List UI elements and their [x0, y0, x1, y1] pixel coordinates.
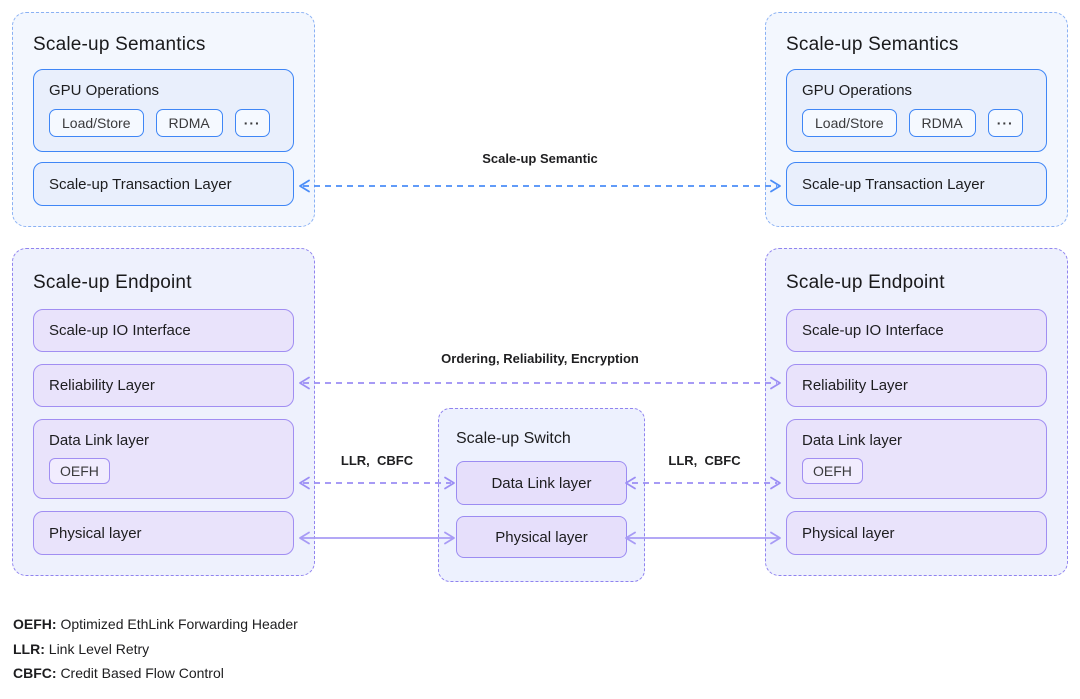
- legend-def: Credit Based Flow Control: [60, 665, 224, 681]
- transaction-layer-box: Scale-up Transaction Layer: [33, 162, 294, 206]
- oefh-chip: OEFH: [802, 458, 863, 484]
- legend-item-oefh: OEFH: Optimized EthLink Forwarding Heade…: [13, 612, 298, 637]
- transaction-layer-box: Scale-up Transaction Layer: [786, 162, 1047, 206]
- llr-label-right: LLR, CBFC: [668, 453, 741, 468]
- gpu-operations-label: GPU Operations: [802, 82, 913, 99]
- semantics-box-right: Scale-up Semantics GPU Operations Load/S…: [765, 12, 1068, 227]
- legend-term: LLR:: [13, 640, 45, 657]
- legend-term: OEFH:: [13, 616, 57, 632]
- llr-arrow-right: [625, 476, 781, 490]
- gpu-operations-label: GPU Operations: [49, 82, 160, 99]
- physical-layer: Physical layer: [786, 511, 1047, 555]
- endpoint-title: Scale-up Endpoint: [33, 272, 192, 293]
- legend-item-llr: LLR: Link Level Retry: [13, 637, 298, 662]
- ordering-arrow-label: Ordering, Reliability, Encryption: [441, 351, 639, 366]
- endpoint-box-left: Scale-up Endpoint Scale-up IO Interface …: [12, 248, 315, 576]
- physical-layer: Physical layer: [33, 511, 294, 555]
- ellipsis-chip: ···: [987, 109, 1023, 137]
- semantic-arrow-label: Scale-up Semantic: [482, 151, 598, 166]
- oefh-chip: OEFH: [49, 458, 110, 484]
- load-store-chip: Load/Store: [802, 109, 897, 137]
- semantics-title: Scale-up Semantics: [786, 34, 959, 55]
- semantic-arrow: [299, 179, 781, 193]
- switch-title: Scale-up Switch: [456, 430, 571, 447]
- ordering-arrow: [299, 376, 781, 390]
- reliability-layer: Reliability Layer: [33, 364, 294, 407]
- gpu-operations-box: GPU Operations Load/Store RDMA ···: [786, 69, 1047, 152]
- ellipsis-chip: ···: [234, 109, 270, 137]
- switch-data-link-layer: Data Link layer: [456, 461, 627, 505]
- data-link-label: Data Link layer: [802, 432, 903, 449]
- semantics-title: Scale-up Semantics: [33, 34, 206, 55]
- semantics-box-left: Scale-up Semantics GPU Operations Load/S…: [12, 12, 315, 227]
- switch-physical-layer: Physical layer: [456, 516, 627, 558]
- rdma-chip: RDMA: [155, 109, 223, 137]
- llr-label-left: LLR, CBFC: [340, 453, 414, 468]
- switch-box: Scale-up Switch Data Link layer Physical…: [438, 408, 645, 582]
- endpoint-title: Scale-up Endpoint: [786, 272, 945, 293]
- physical-arrow-left: [299, 531, 455, 545]
- gpu-operations-box: GPU Operations Load/Store RDMA ···: [33, 69, 294, 152]
- gpu-chip-row: Load/Store RDMA ···: [802, 109, 1031, 137]
- gpu-chip-row: Load/Store RDMA ···: [49, 109, 278, 137]
- data-link-layer: Data Link layer OEFH: [33, 419, 294, 499]
- llr-arrow-left: [299, 476, 455, 490]
- endpoint-box-right: Scale-up Endpoint Scale-up IO Interface …: [765, 248, 1068, 576]
- legend-def: Optimized EthLink Forwarding Header: [60, 616, 298, 632]
- load-store-chip: Load/Store: [49, 109, 144, 137]
- reliability-layer: Reliability Layer: [786, 364, 1047, 407]
- legend-def: Link Level Retry: [48, 640, 150, 657]
- physical-arrow-right: [625, 531, 781, 545]
- legend: OEFH: Optimized EthLink Forwarding Heade…: [13, 612, 298, 686]
- io-interface-layer: Scale-up IO Interface: [33, 309, 294, 352]
- data-link-layer: Data Link layer OEFH: [786, 419, 1047, 499]
- io-interface-layer: Scale-up IO Interface: [786, 309, 1047, 352]
- rdma-chip: RDMA: [908, 109, 976, 137]
- legend-term: CBFC:: [13, 665, 57, 681]
- data-link-label: Data Link layer: [49, 432, 150, 449]
- legend-item-cbfc: CBFC: Credit Based Flow Control: [13, 661, 298, 686]
